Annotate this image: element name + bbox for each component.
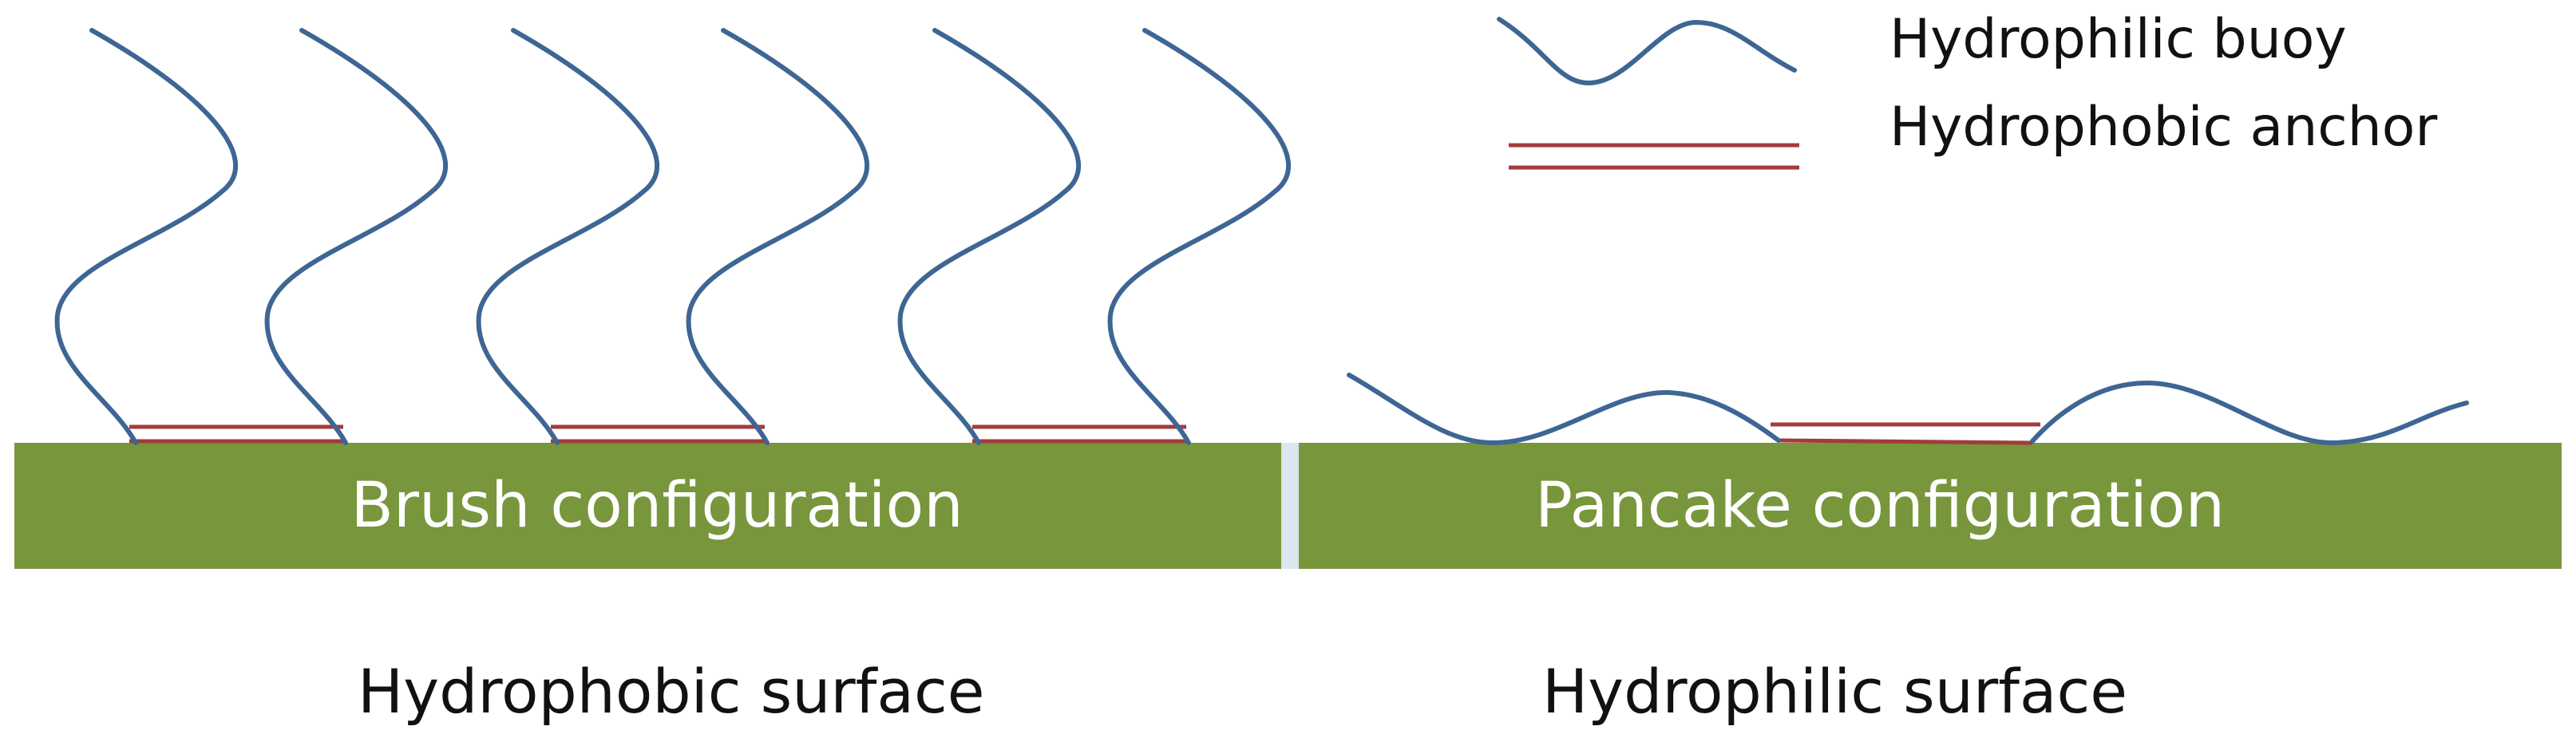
brush-anchors: [129, 424, 1186, 444]
surface-labels: Hydrophobic surface Hydrophilic surface: [358, 656, 2127, 727]
brush-buoy-6: [1107, 28, 1292, 445]
brush-buoy-5: [897, 28, 1082, 445]
pancake-molecule: [1347, 373, 2469, 446]
pancake-buoy: [1347, 373, 2469, 446]
legend-anchor-label: Hydrophobic anchor: [1889, 96, 2437, 159]
bar-divider: [1281, 443, 1299, 569]
legend-buoy-wave-icon: [1497, 17, 1797, 86]
brush-buoy-1: [54, 28, 239, 445]
hydrophilic-surface-label: Hydrophilic surface: [1542, 656, 2127, 727]
pancake-configuration-label: Pancake configuration: [1535, 470, 2225, 542]
brush-buoy-3: [476, 28, 660, 445]
brush-surface-bar: [14, 443, 1290, 569]
legend: Hydrophilic buoy Hydrophobic anchor: [1497, 8, 2437, 170]
brush-buoys: [54, 28, 1292, 445]
brush-buoy-2: [264, 28, 449, 445]
brush-buoy-4: [686, 28, 870, 445]
pancake-surface-bar: [1299, 443, 2562, 569]
legend-buoy-label: Hydrophilic buoy: [1889, 8, 2347, 71]
surface-bars: Brush configuration Pancake configuratio…: [14, 443, 2562, 569]
brush-configuration-label: Brush configuration: [350, 470, 963, 542]
hydrophobic-surface-label: Hydrophobic surface: [358, 656, 985, 727]
pancake-anchor-bottom: [1778, 438, 2033, 445]
